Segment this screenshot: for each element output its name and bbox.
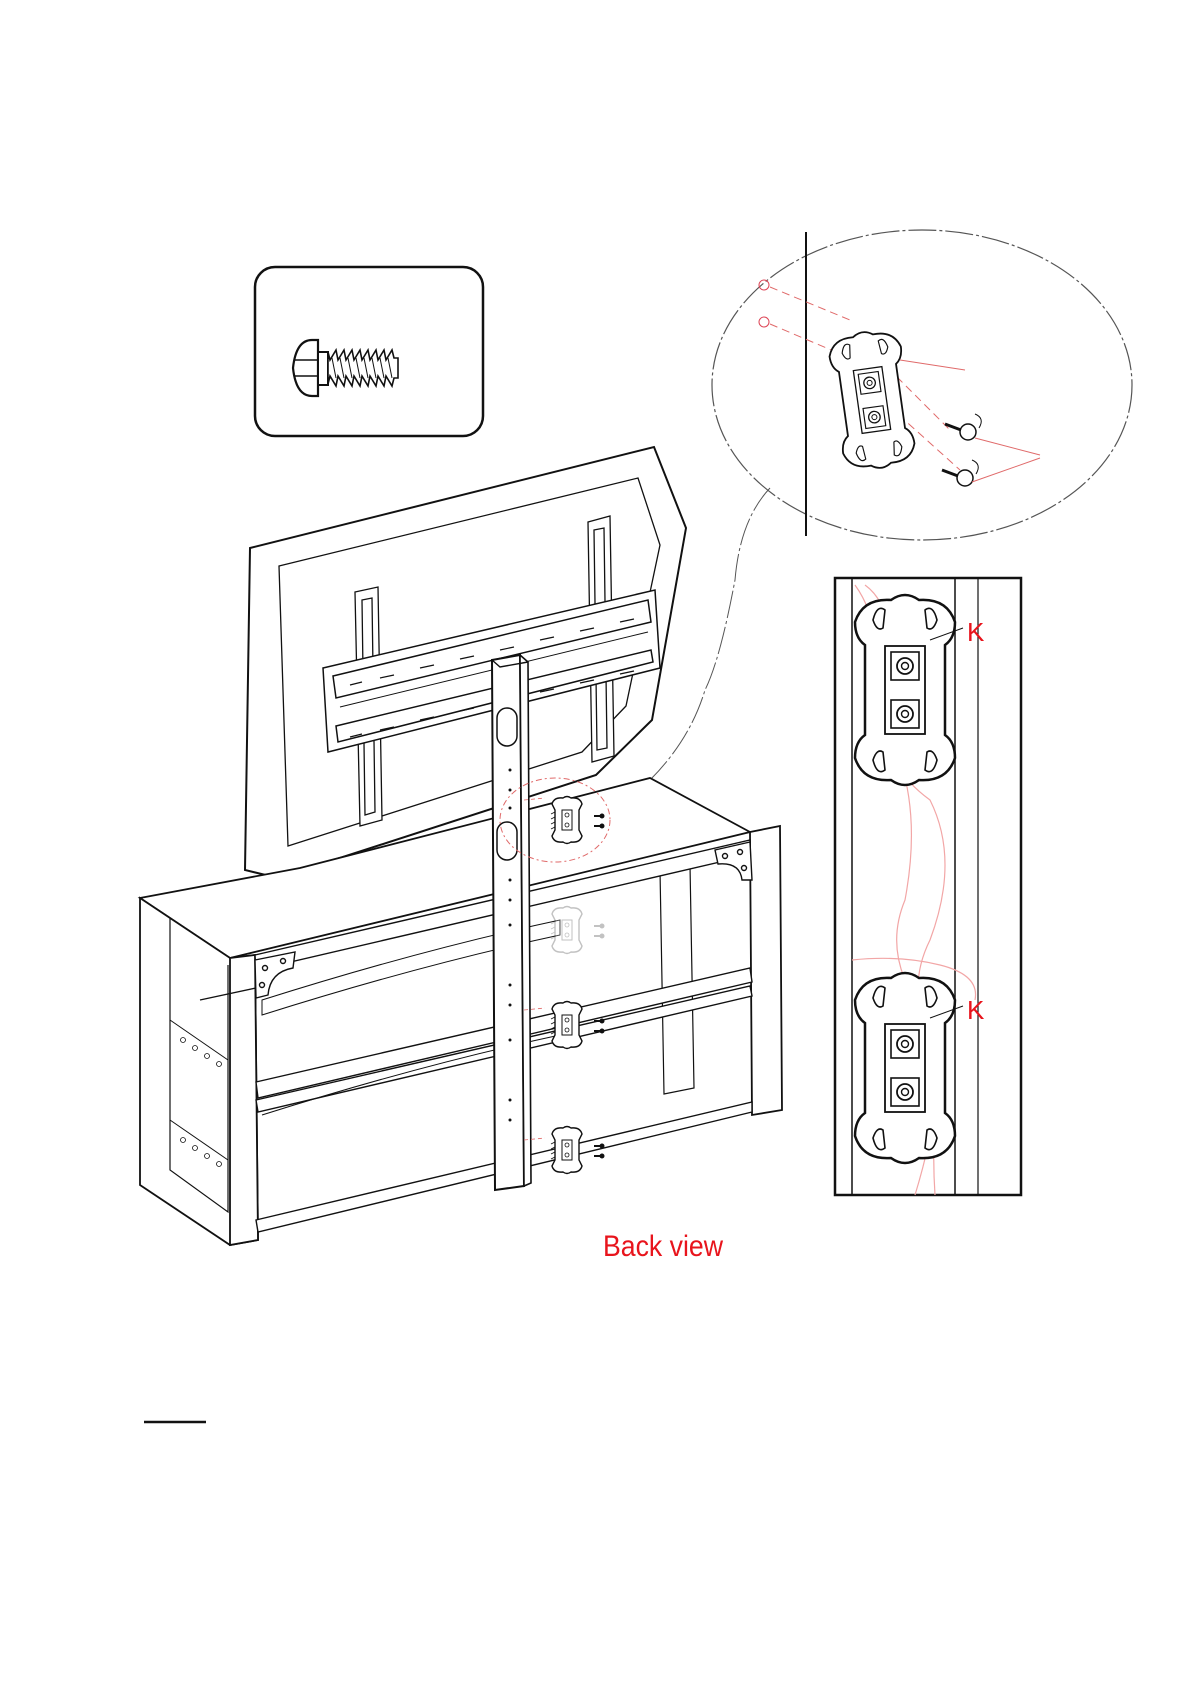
clip-label-lower: K — [967, 995, 985, 1025]
screw-detail-box — [255, 267, 483, 436]
cable-clip-icon — [855, 973, 955, 1163]
cable-clip-icon — [855, 595, 955, 785]
column-clip-ghost — [551, 907, 605, 954]
support-column — [492, 655, 531, 1190]
cabinet-right-side — [750, 826, 782, 1115]
tv-stand-assembly — [140, 447, 782, 1245]
cable-clip-detail: K K — [835, 578, 1021, 1195]
back-view-caption: Back view — [603, 1230, 723, 1263]
clip-label-upper: K — [967, 617, 985, 647]
